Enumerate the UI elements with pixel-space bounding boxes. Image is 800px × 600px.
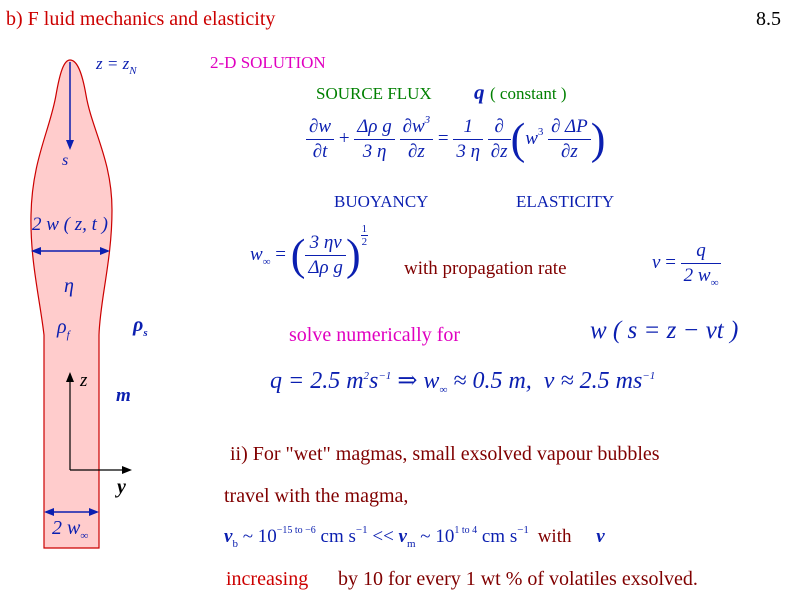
slide-title: b) F luid mechanics and elasticity bbox=[6, 8, 276, 30]
eta-label: η bbox=[64, 275, 74, 297]
base-arrowhead-right bbox=[89, 508, 99, 516]
rho-f-label: ρf bbox=[57, 316, 70, 341]
velocity-comparison: vb ~ 10−15 to −6 cm s−1 << vm ~ 101 to 4… bbox=[224, 524, 605, 550]
y-axis-arrowhead bbox=[122, 466, 132, 474]
dike-diagram bbox=[30, 59, 132, 549]
z-top-label: z = zN bbox=[96, 54, 137, 77]
dike-shape bbox=[30, 59, 113, 549]
base-arrowhead-left bbox=[44, 508, 54, 516]
s-label: s bbox=[62, 152, 69, 169]
z-axis-label: z bbox=[80, 370, 88, 391]
width-arrowhead-left bbox=[31, 247, 41, 255]
z-axis-arrowhead bbox=[66, 372, 74, 382]
m-label: m bbox=[116, 385, 131, 406]
rho-s-label: ρs bbox=[133, 314, 148, 339]
q-symbol: q bbox=[474, 80, 485, 104]
wet-magma-text-2: travel with the magma, bbox=[224, 485, 409, 507]
propagation-text: with propagation rate bbox=[404, 258, 567, 279]
solve-equation: w ( s = z − vt ) bbox=[590, 317, 739, 344]
source-flux-label: SOURCE FLUX bbox=[316, 84, 432, 103]
increasing-rest-text: by 10 for every 1 wt % of volatiles exso… bbox=[338, 568, 698, 590]
solve-text: solve numerically for bbox=[289, 324, 461, 346]
buoyancy-label: BUOYANCY bbox=[334, 192, 429, 211]
elasticity-label: ELASTICITY bbox=[516, 192, 615, 211]
width-arrowhead-right bbox=[100, 247, 110, 255]
page-number: 8.5 bbox=[756, 8, 781, 30]
base-width-label: 2 w∞ bbox=[52, 517, 89, 542]
increasing-word: increasing bbox=[226, 568, 309, 590]
s-arrowhead bbox=[66, 140, 74, 150]
y-axis-label: y bbox=[117, 476, 126, 498]
solution-title: 2-D SOLUTION bbox=[210, 53, 326, 72]
width-label: 2 w ( z, t ) bbox=[32, 214, 108, 235]
constant-label: ( constant ) bbox=[490, 84, 567, 103]
result-equation: q = 2.5 m2s−1 ⇒ w∞ ≈ 0.5 m, v ≈ 2.5 ms−1 bbox=[270, 368, 656, 396]
wet-magma-text-1: ii) For "wet" magmas, small exsolved vap… bbox=[230, 443, 660, 465]
